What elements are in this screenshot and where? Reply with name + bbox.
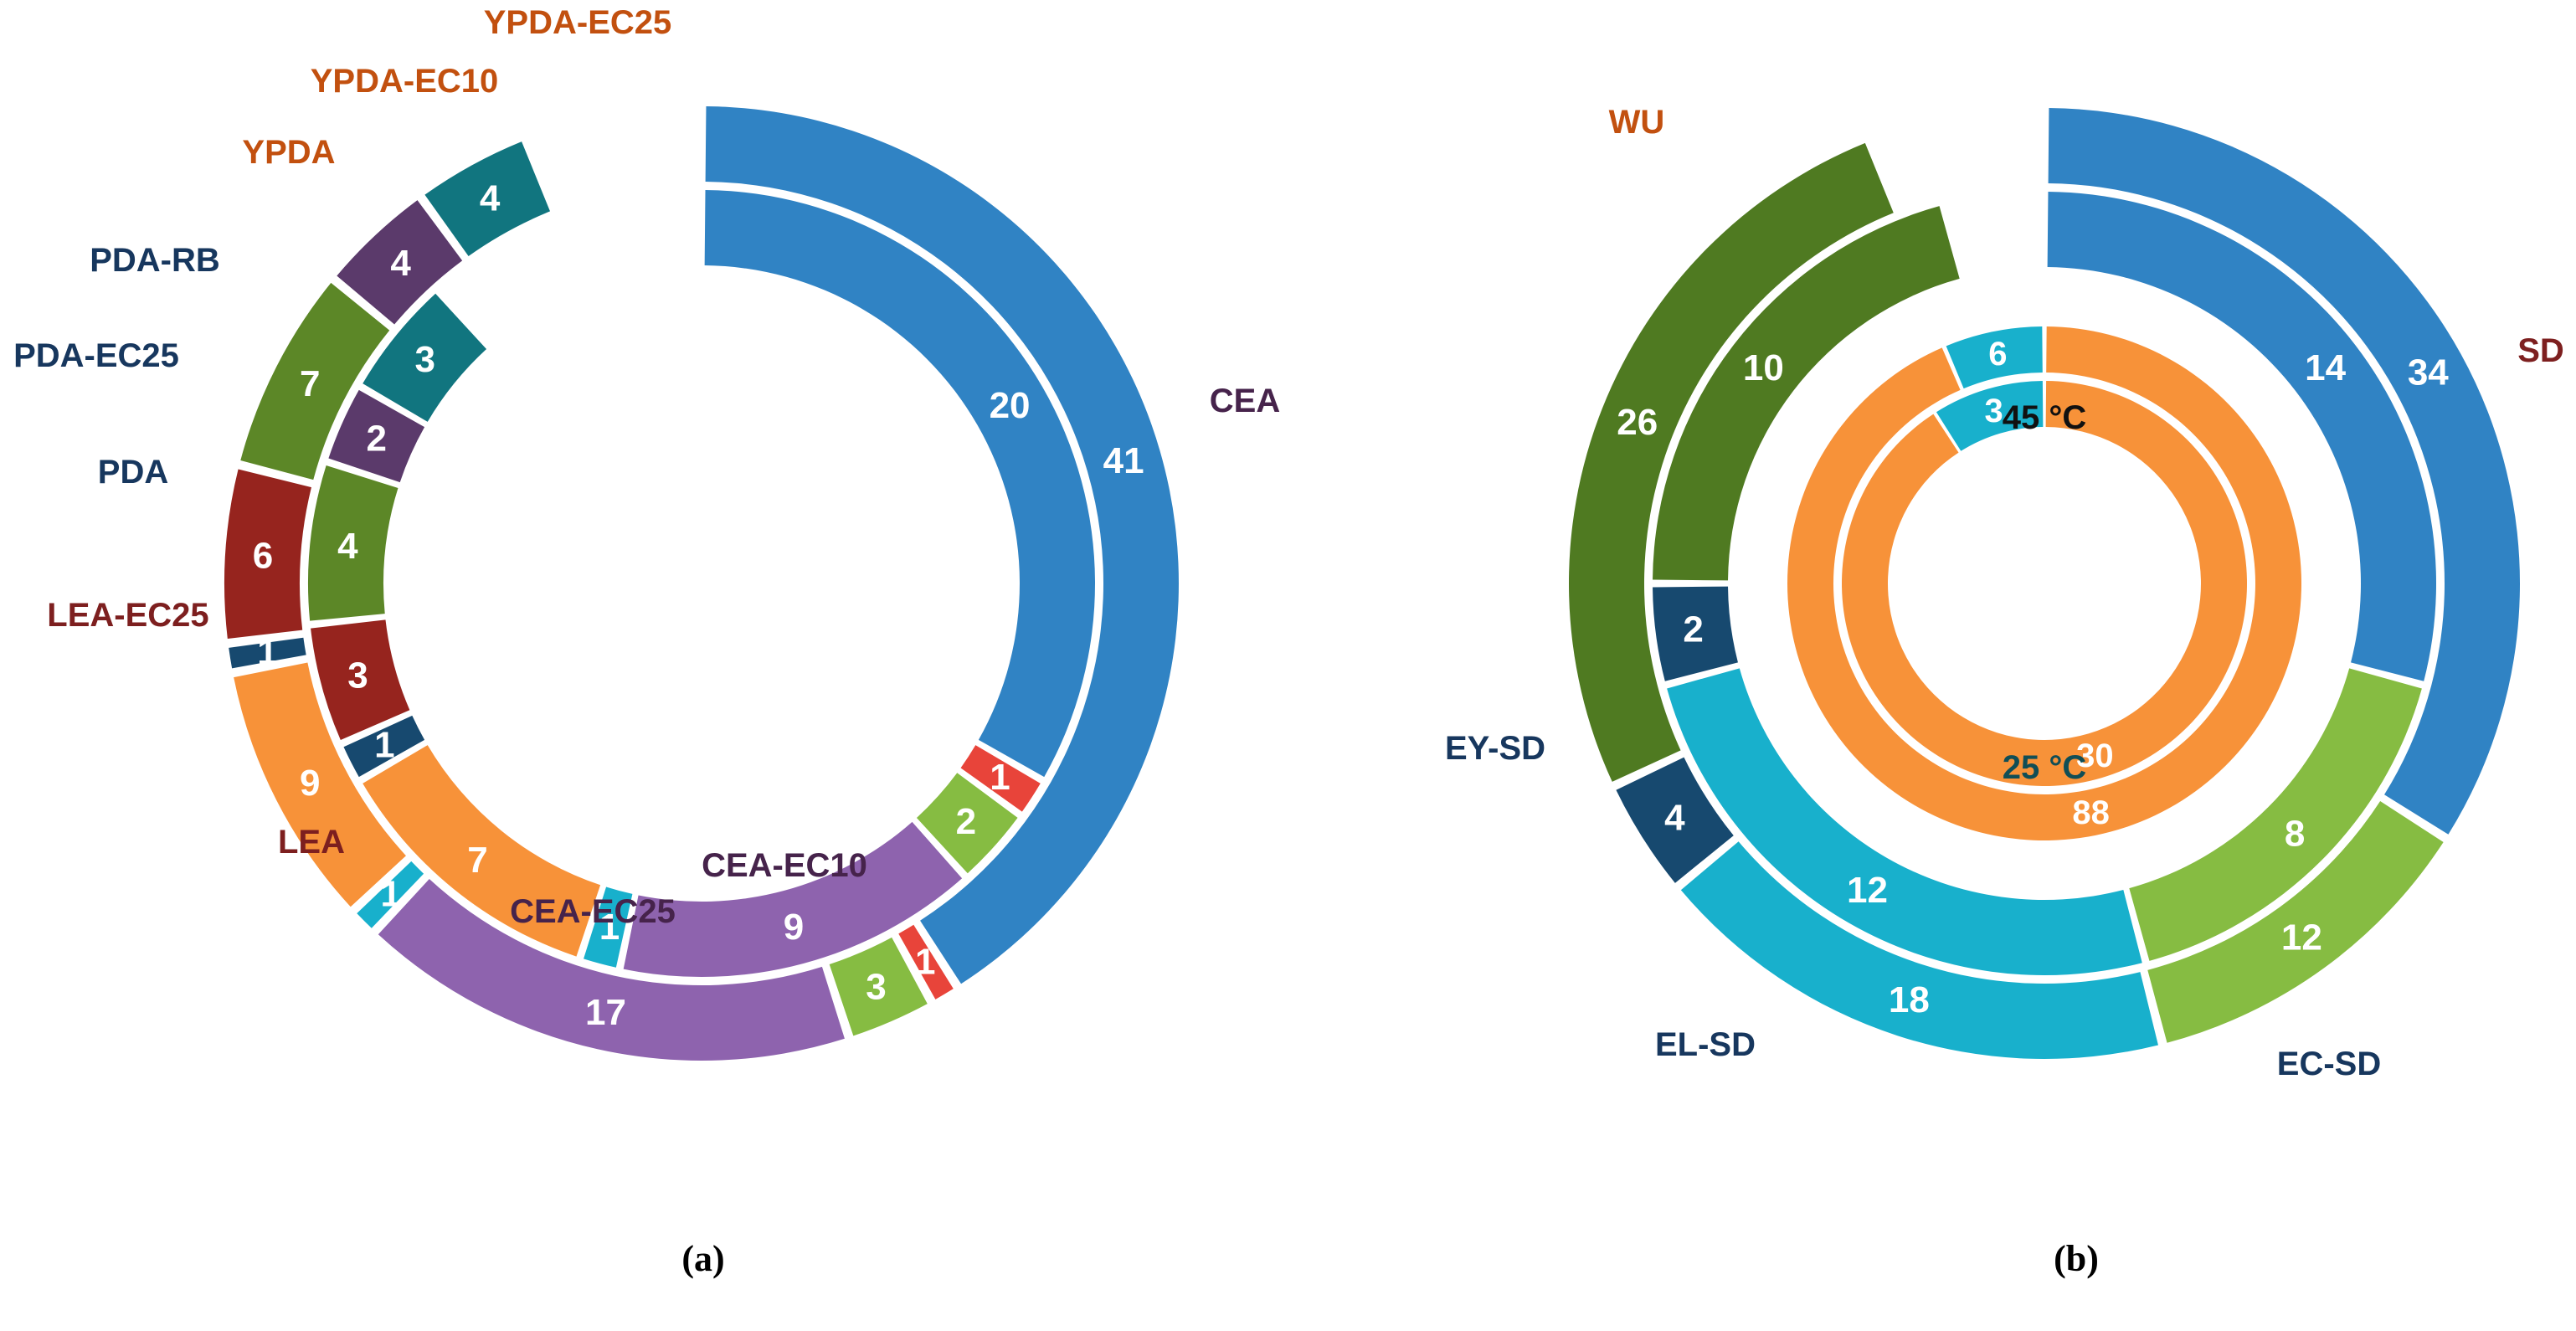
segment-value-label: 2 xyxy=(1683,609,1703,650)
category-label: PDA xyxy=(98,454,168,491)
arc-segment[interactable] xyxy=(307,465,398,621)
segment-value-label: 17 xyxy=(585,992,626,1033)
segment-value-label: 7 xyxy=(300,363,320,404)
panel-caption-b: (b) xyxy=(2054,1238,2099,1279)
segment-value-label: 10 xyxy=(1743,347,1784,388)
category-label: PDA-EC25 xyxy=(13,337,179,374)
segment-value-label: 4 xyxy=(390,243,411,284)
segment-value-label: 6 xyxy=(1988,336,2007,373)
arc-segment[interactable] xyxy=(1667,668,2142,976)
arc-segment[interactable] xyxy=(234,662,406,907)
segment-value-label: 26 xyxy=(1617,402,1658,443)
arc-segment[interactable] xyxy=(1653,206,1960,581)
segment-value-label: 41 xyxy=(1103,440,1144,481)
segment-value-label: 1 xyxy=(599,907,620,948)
arc-segment[interactable] xyxy=(2147,800,2444,1043)
segment-value-label: 7 xyxy=(467,840,487,881)
arc-segment[interactable] xyxy=(898,924,954,1000)
segment-value-label: 14 xyxy=(2305,347,2346,388)
category-label: EC-SD xyxy=(2277,1046,2381,1082)
category-label: YPDA-EC10 xyxy=(311,63,499,100)
category-label: LEA-EC25 xyxy=(47,597,208,634)
arc-segment[interactable] xyxy=(337,200,463,325)
segment-value-label: 18 xyxy=(1889,979,1930,1020)
category-label: CEA-EC10 xyxy=(702,847,867,884)
category-label: EL-SD xyxy=(1655,1026,1756,1063)
center-annotation-label: 45 °C xyxy=(2003,399,2087,436)
arc-segment[interactable] xyxy=(1842,381,2248,787)
category-label: YPDA xyxy=(242,134,335,171)
arc-segment[interactable] xyxy=(311,619,410,741)
arc-segment[interactable] xyxy=(1616,757,1734,883)
arc-segment[interactable] xyxy=(704,190,1096,778)
arc-segment[interactable] xyxy=(357,861,424,928)
segment-value-label: 88 xyxy=(2072,794,2110,831)
category-label: LEA xyxy=(278,824,345,861)
arc-segment[interactable] xyxy=(424,141,551,256)
segment-value-label: 3 xyxy=(1984,393,2003,429)
arc-segment[interactable] xyxy=(960,745,1041,812)
arc-segment[interactable] xyxy=(2129,668,2422,961)
category-label: WU xyxy=(1609,104,1665,141)
segment-value-label: 34 xyxy=(2408,352,2449,393)
arc-segment[interactable] xyxy=(916,773,1018,874)
arc-segment[interactable] xyxy=(705,106,1179,984)
segment-value-label: 20 xyxy=(990,385,1031,426)
segment-value-label: 3 xyxy=(347,655,368,696)
arc-segment[interactable] xyxy=(1946,326,2043,389)
segment-value-label: 3 xyxy=(866,966,886,1007)
segment-value-label: 9 xyxy=(300,763,320,804)
category-label: EY-SD xyxy=(1445,730,1545,767)
segment-value-label: 4 xyxy=(480,177,501,218)
segment-value-label: 8 xyxy=(2285,814,2305,855)
center-annotation-label: 25 °C xyxy=(2003,749,2087,786)
segment-value-label: 1 xyxy=(374,724,394,765)
arc-segment[interactable] xyxy=(1569,142,1894,782)
segment-value-label: 2 xyxy=(366,419,386,460)
segment-value-label: 4 xyxy=(337,526,358,567)
arc-segment[interactable] xyxy=(1653,586,1738,681)
segment-value-label: 30 xyxy=(2076,737,2114,774)
arc-segment[interactable] xyxy=(1936,381,2044,451)
panel-b-group: 34 12 18 4 26 14 8 12 2 10 88 6 30 3 WU SD EY-SD EL-SD EC-… xyxy=(1445,104,2564,1082)
arc-segment[interactable] xyxy=(328,389,425,483)
segment-value-label: 6 xyxy=(253,536,273,577)
segment-value-label: 3 xyxy=(414,339,434,380)
arc-segment[interactable] xyxy=(623,821,963,978)
segment-value-label: 1 xyxy=(915,941,935,982)
arc-segment[interactable] xyxy=(378,879,845,1061)
segment-value-label: 2 xyxy=(956,801,976,842)
category-label: SD xyxy=(2517,332,2564,369)
category-label: PDA-RB xyxy=(90,242,220,279)
arc-segment[interactable] xyxy=(2048,108,2520,835)
segment-value-label: 1 xyxy=(381,874,401,915)
arc-segment[interactable] xyxy=(1680,841,2158,1060)
arc-segment[interactable] xyxy=(2047,192,2437,681)
segment-value-label: 1 xyxy=(257,632,277,673)
arc-segment[interactable] xyxy=(229,637,306,669)
arc-segment[interactable] xyxy=(829,937,928,1036)
category-label: CEA-EC25 xyxy=(510,893,676,930)
segment-value-label: 12 xyxy=(1847,870,1888,911)
segment-value-label: 12 xyxy=(2281,917,2322,958)
arc-segment[interactable] xyxy=(343,715,425,778)
panel-a-group: 4113171916744201291713423YPDA-EC25YPDA-E… xyxy=(13,4,1280,1061)
arc-segment[interactable] xyxy=(362,293,487,422)
category-label: CEA xyxy=(1210,383,1280,419)
arc-segment[interactable] xyxy=(362,745,601,957)
segment-value-label: 9 xyxy=(784,907,804,948)
segment-value-label: 1 xyxy=(990,757,1010,798)
arc-segment[interactable] xyxy=(240,282,390,480)
arc-segment[interactable] xyxy=(224,469,311,640)
category-label: YPDA-EC25 xyxy=(484,4,672,41)
panel-caption-a: (a) xyxy=(681,1238,725,1279)
arc-segment[interactable] xyxy=(584,886,633,968)
segment-value-label: 4 xyxy=(1664,798,1685,839)
